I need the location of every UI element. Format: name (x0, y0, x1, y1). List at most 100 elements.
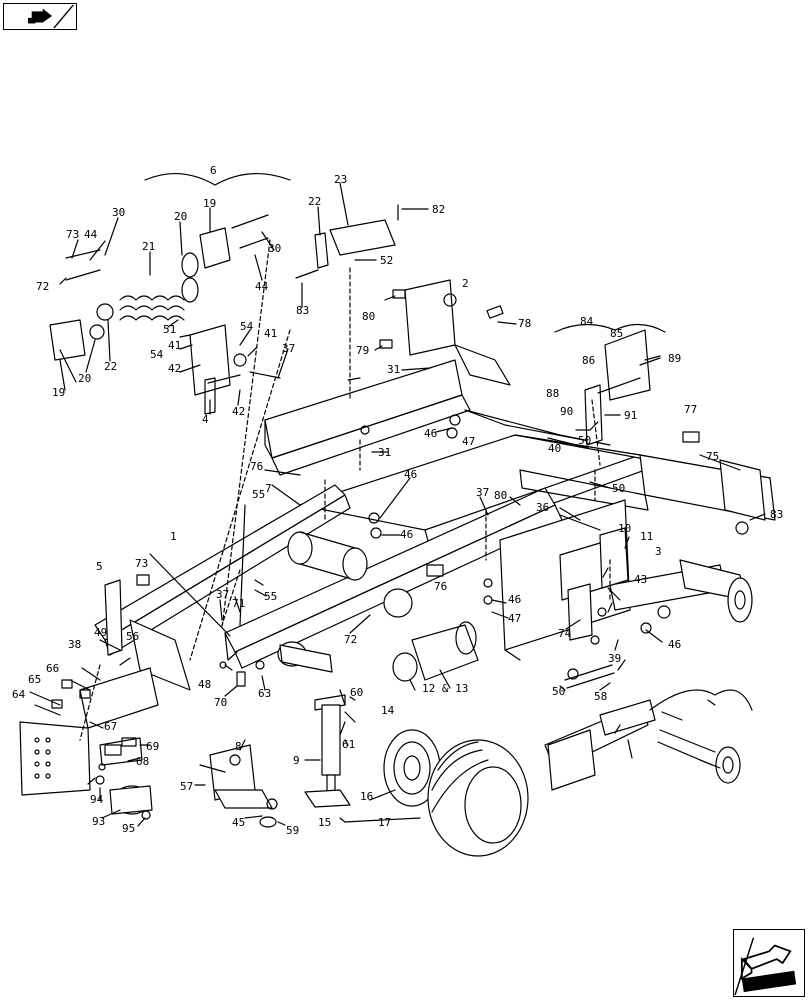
callout: 76 (434, 580, 447, 593)
callout: 61 (342, 738, 355, 751)
callout: 89 (668, 352, 681, 365)
callout: 30 (268, 242, 281, 255)
callout: 41 (168, 339, 181, 352)
callout: 66 (46, 662, 59, 675)
callout: 78 (518, 317, 531, 330)
callout: 42 (168, 362, 181, 375)
callout: 79 (356, 344, 369, 357)
callout: 42 (232, 405, 245, 418)
callout: 46 (400, 528, 413, 541)
callout: 85 (610, 327, 623, 340)
callout: 46 (508, 593, 521, 606)
callout: 31 (378, 446, 391, 459)
callout: 76 (250, 460, 263, 473)
callout: 93 (92, 815, 105, 828)
callout: 70 (214, 696, 227, 709)
callout: 38 (68, 638, 81, 651)
callout: 73 (135, 557, 148, 570)
callout: 49 (94, 626, 107, 639)
callout: 1 (170, 530, 177, 543)
callout: 6 (210, 164, 217, 177)
callout: 37 (216, 588, 229, 601)
callout: 67 (104, 720, 117, 733)
callout: 31 (387, 363, 400, 376)
callout: 21 (142, 240, 155, 253)
callout: 74 (558, 627, 572, 640)
callout: 80 (362, 310, 375, 323)
callout: 20 (174, 210, 187, 223)
callout: 22 (104, 360, 117, 373)
callout: 57 (180, 780, 193, 793)
callout: 19 (203, 197, 216, 210)
callout: 72 (36, 280, 49, 293)
callout: 82 (432, 203, 445, 216)
callout: 75 (706, 450, 719, 463)
callout: 46 (668, 638, 681, 651)
callout: 47 (508, 612, 521, 625)
callout: 58 (594, 690, 607, 703)
callout: 50 (612, 482, 625, 495)
callout: 51 (163, 323, 176, 336)
callout: 60 (350, 686, 363, 699)
callout: 37 (476, 486, 489, 499)
callout: 46 (404, 468, 417, 481)
callout: 36 (536, 501, 549, 514)
callout: 72 (344, 633, 357, 646)
back-button[interactable] (3, 3, 77, 30)
callout: 68 (136, 755, 149, 768)
callout: 3 (655, 545, 662, 558)
callout: 39 (608, 652, 621, 665)
callout: 83 (296, 304, 309, 317)
callout: 7 (265, 482, 272, 495)
callout: 88 (546, 387, 559, 400)
callout: 86 (582, 354, 595, 367)
callout: 37 (282, 342, 295, 355)
callout: 10 (618, 522, 631, 535)
next-arrow-icon (734, 937, 797, 996)
callout: 48 (198, 678, 211, 691)
callout: 11 (640, 530, 653, 543)
callout: 43 (634, 573, 647, 586)
callout: 30 (112, 206, 125, 219)
callout: 83 (770, 508, 783, 521)
callout-labels: 6 30 73 44 72 21 20 19 30 44 19 20 22 51… (12, 164, 783, 837)
callout: 77 (684, 403, 697, 416)
callout: 55 (252, 488, 265, 501)
callout: 55 (264, 590, 277, 603)
callout: 44 (84, 228, 98, 241)
callout: 63 (258, 687, 271, 700)
callout: 59 (286, 824, 299, 837)
callout: 15 (318, 816, 331, 829)
callout: 16 (360, 790, 373, 803)
callout: 41 (264, 327, 277, 340)
callout: 56 (126, 630, 139, 643)
callout: 64 (12, 688, 26, 701)
callout: 80 (494, 489, 507, 502)
callout: 46 (424, 427, 437, 440)
callout: 9 (293, 754, 300, 767)
callout: 2 (462, 277, 469, 290)
callout: 20 (78, 372, 91, 385)
callout: 94 (90, 793, 104, 806)
callout: 19 (52, 386, 65, 399)
next-button[interactable] (733, 929, 805, 997)
callout: 95 (122, 822, 135, 835)
main-frame (19, 172, 776, 857)
callout: 22 (308, 195, 321, 208)
callout: 91 (624, 409, 637, 422)
callout: 12 & 13 (422, 682, 468, 695)
callout: 65 (28, 673, 41, 686)
callout: 47 (462, 435, 475, 448)
callout: 50 (552, 685, 565, 698)
callout: 40 (548, 442, 561, 455)
callout: 50 (578, 434, 591, 447)
callout: 5 (96, 560, 103, 573)
callout: 45 (232, 816, 245, 829)
callout: 8 (235, 740, 242, 753)
callout: 23 (334, 173, 347, 186)
callout: 44 (255, 280, 269, 293)
callout: 73 (66, 228, 79, 241)
callout: 52 (380, 254, 393, 267)
